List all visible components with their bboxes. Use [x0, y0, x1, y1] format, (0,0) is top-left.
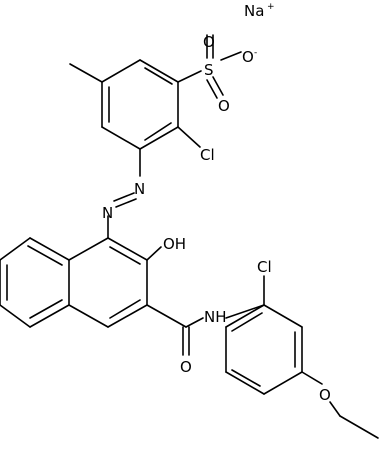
chlorine-lower-label: Cl: [257, 258, 272, 276]
amide-nh-label: NH: [204, 308, 227, 326]
carbonyl-oxygen-label: O: [180, 358, 192, 376]
azo-nitrogen-1-label: N: [134, 180, 145, 198]
sulfonyl-oxygen-top-label: O: [203, 33, 215, 51]
naphthalene-ring-2: [68, 237, 148, 328]
azo-nitrogen-2-label: N: [102, 204, 113, 222]
ether-oxygen-label: O: [319, 386, 331, 404]
hydroxyl-label: OH: [163, 235, 186, 253]
sulfonate-oxygen-charge: -: [254, 48, 257, 58]
sulfonyl-oxygen-bottom-label: O: [218, 97, 230, 115]
sodium-charge: +: [267, 2, 275, 12]
ethoxy-group: [301, 371, 379, 439]
hydroxyl-bond: [146, 246, 162, 261]
sulfur-label: S: [204, 61, 214, 79]
lower-phenyl-ring: [225, 304, 303, 395]
amide-group: [146, 304, 204, 356]
chlorine-upper-label: Cl: [200, 146, 215, 164]
upper-benzene-ring: [101, 59, 179, 150]
naphthalene-ring-1: [0, 237, 109, 328]
sulfonate-group: [177, 34, 242, 99]
azo-linkage: [107, 148, 141, 239]
sulfonate-oxygen-label: O: [242, 48, 254, 66]
sodium-label: Na: [244, 2, 264, 20]
methyl-bond: [69, 63, 103, 83]
chloro-bond-upper: [177, 126, 201, 148]
